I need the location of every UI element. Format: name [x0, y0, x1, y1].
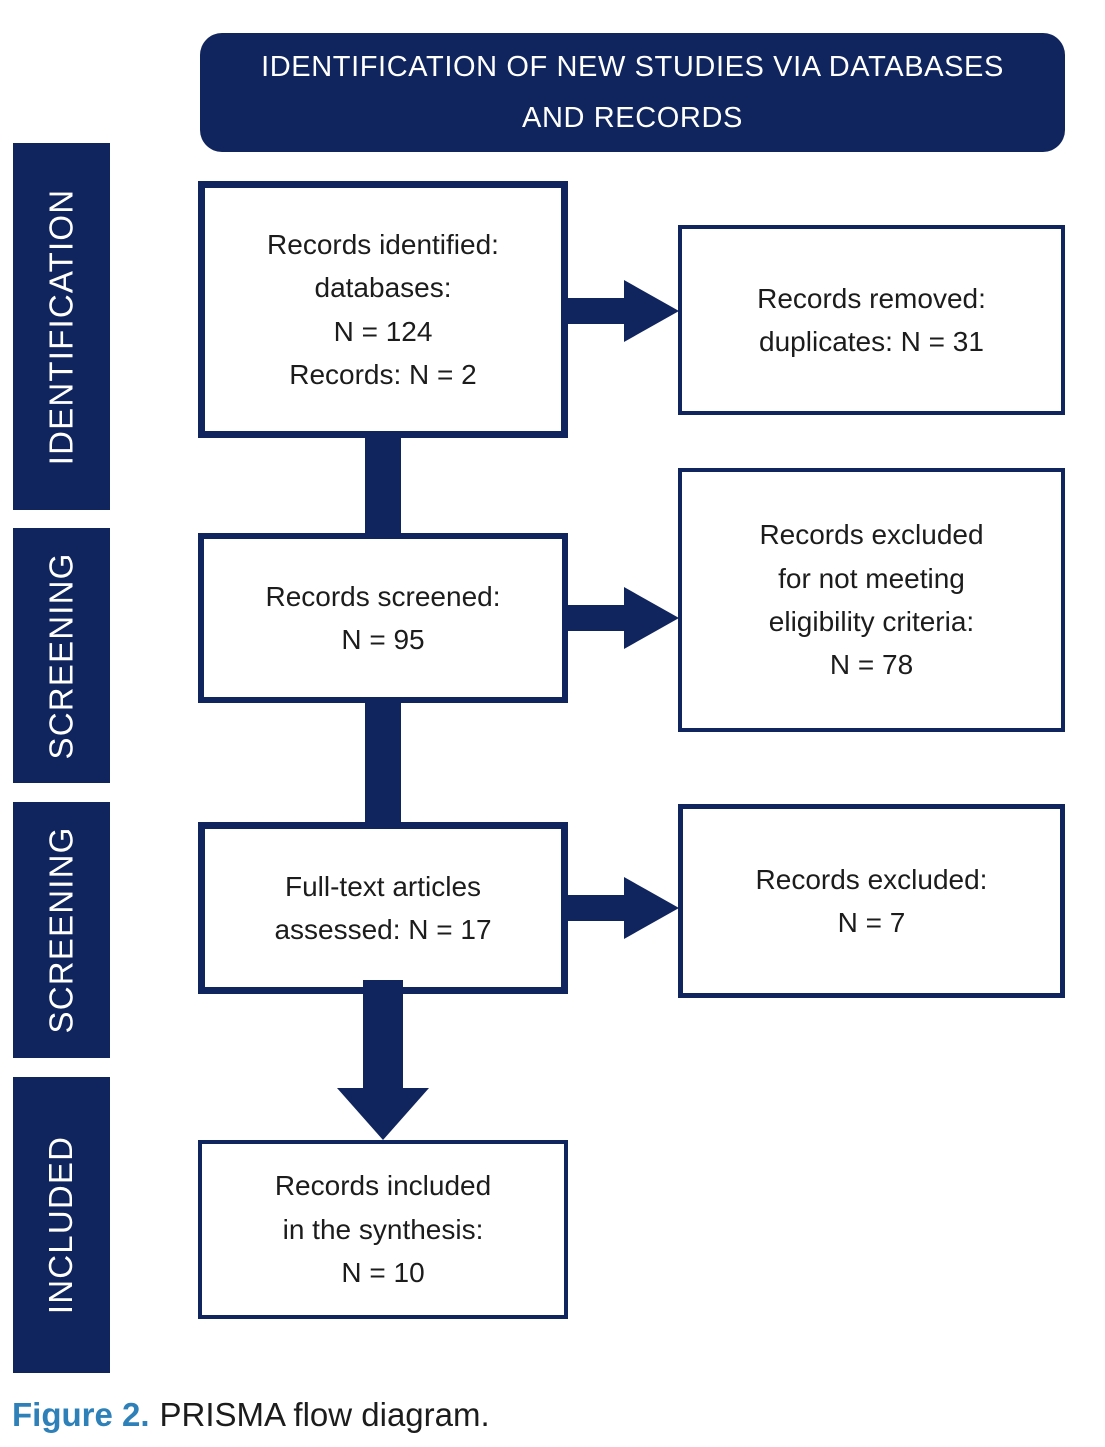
figure-caption: Figure 2.PRISMA flow diagram.	[12, 1396, 490, 1434]
box-text: Records screened:N = 95	[265, 580, 501, 655]
arrow-right-shaft	[566, 298, 626, 324]
box-records-removed-duplicates: Records removed:duplicates: N = 31	[678, 225, 1065, 415]
stage-label: INCLUDED	[42, 1135, 80, 1315]
stage-label: SCREENING	[42, 552, 80, 759]
stage-label: IDENTIFICATION	[42, 188, 80, 465]
connector-down-1	[365, 436, 401, 535]
figure-caption-label: Figure 2.	[12, 1396, 150, 1433]
connector-down-2	[365, 700, 401, 824]
stage-bar-included: INCLUDED	[13, 1077, 110, 1373]
box-records-screened: Records screened:N = 95	[198, 533, 568, 703]
arrow-right-icon	[624, 877, 679, 939]
figure-caption-text: PRISMA flow diagram.	[159, 1396, 490, 1433]
arrow-down-shaft	[363, 980, 403, 1088]
arrow-right-shaft	[566, 605, 626, 631]
arrow-right-icon	[624, 587, 679, 649]
box-records-excluded: Records excluded:N = 7	[678, 804, 1065, 998]
box-text: Records excluded:N = 7	[755, 863, 988, 938]
stage-label: SCREENING	[42, 826, 80, 1034]
arrow-right-shaft	[566, 895, 626, 921]
arrow-right-icon	[624, 280, 679, 342]
stage-bar-screening-1: SCREENING	[13, 528, 110, 783]
stage-bar-identification: IDENTIFICATION	[13, 143, 110, 510]
box-text: Records removed:duplicates: N = 31	[757, 282, 986, 357]
flow-header-banner: IDENTIFICATION OF NEW STUDIES VIA DATABA…	[200, 33, 1065, 152]
stage-bar-screening-2: SCREENING	[13, 802, 110, 1058]
flow-header-title: IDENTIFICATION OF NEW STUDIES VIA DATABA…	[261, 50, 1004, 134]
arrow-down-icon	[337, 1088, 429, 1140]
